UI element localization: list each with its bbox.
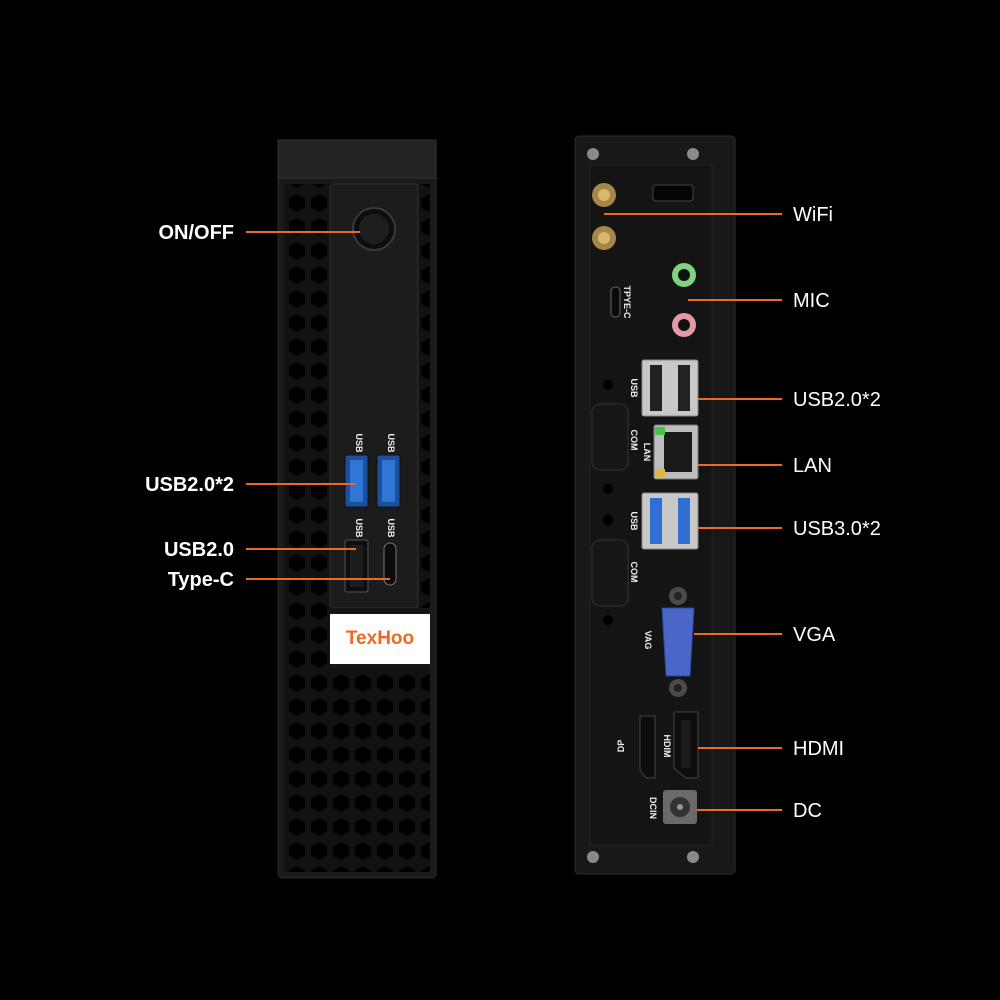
callout-dc: DC (793, 800, 822, 822)
callout-front-usb20x2: USB2.0*2 (145, 474, 234, 496)
callout-front-usb20: USB2.0 (163, 539, 234, 561)
callout-mic: MIC (793, 290, 830, 312)
callout-rear-usb20x2: USB2.0*2 (793, 389, 881, 411)
callout-wifi: WiFi (793, 204, 833, 226)
dcin-mark: DCIN (648, 797, 658, 819)
screw (587, 148, 699, 863)
dp-port (639, 715, 656, 779)
vga-port (661, 587, 695, 697)
callout-front-typec: Type-C (167, 569, 234, 591)
vga-mark: VAG (643, 631, 653, 650)
lan-mark: LAN (642, 443, 652, 462)
rear-port-markings: USB COM LAN USB COM VAG DP HDIM DCIN (616, 378, 672, 819)
dc-port (663, 790, 697, 824)
callout-vga: VGA (793, 624, 836, 646)
usb-mark: USB (629, 378, 639, 398)
typec-mark: TPYE-C (622, 285, 632, 319)
usb-mark: USB (354, 518, 364, 538)
audio-jacks (672, 263, 696, 337)
usb-mark: USB (386, 518, 396, 538)
rear-usb20-ports (641, 359, 699, 417)
front-usb-markings: USB USB USB USB (354, 433, 396, 538)
lan-port (653, 424, 699, 480)
rear-usb30-ports (641, 492, 699, 550)
com-mark: COM (629, 430, 639, 451)
usb-mark: USB (354, 433, 364, 453)
callout-on-off: ON/OFF (158, 222, 234, 244)
callout-lines (246, 213, 782, 811)
brand-logo: TexHoo (330, 614, 430, 664)
mounting-holes (603, 380, 613, 625)
callout-lan: LAN (793, 455, 832, 477)
front-case (277, 139, 437, 879)
com-mark: COM (629, 562, 639, 583)
hdmi-port (673, 711, 699, 779)
callout-usb30x2: USB3.0*2 (793, 518, 881, 540)
callout-hdmi: HDMI (793, 738, 845, 760)
wifi-antenna-connectors (592, 183, 616, 250)
kensington-slot (652, 184, 694, 202)
usb-mark: USB (629, 511, 639, 531)
dp-mark: DP (616, 740, 626, 753)
front-usb-blue-ports (344, 454, 401, 508)
front-usb-black-port (344, 539, 369, 593)
usb-mark: USB (386, 433, 396, 453)
hdmi-mark: HDIM (662, 735, 672, 758)
front-typec-port (383, 542, 397, 586)
power-button[interactable] (352, 207, 396, 251)
com-port-covers (591, 403, 629, 607)
rear-typec-port (610, 286, 621, 318)
